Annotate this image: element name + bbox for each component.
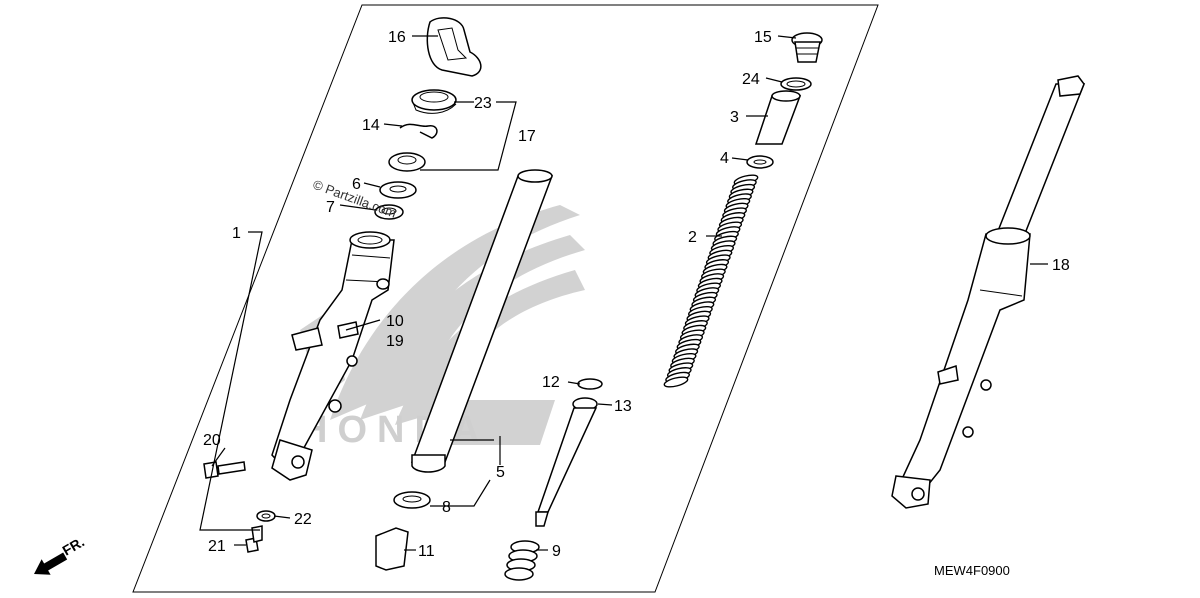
callout-17: 17	[518, 128, 536, 145]
leader-lines	[199, 35, 1048, 551]
part-12-piston-ring	[577, 378, 603, 390]
part-16-dust-cover	[426, 17, 482, 77]
part-7-ring	[374, 204, 404, 220]
part-15-fork-bolt	[791, 32, 823, 63]
part-5-fork-pipe	[410, 169, 554, 473]
callout-22: 22	[294, 511, 312, 528]
part-8-bushing	[393, 491, 431, 509]
callout-9: 9	[552, 543, 561, 560]
part-3-spacer	[754, 90, 802, 145]
diagram-frame	[132, 4, 879, 593]
callout-10: 10	[386, 313, 404, 330]
callout-23: 23	[474, 95, 492, 112]
part-4-washer	[746, 155, 774, 169]
callout-20: 20	[203, 432, 221, 449]
callout-15: 15	[754, 29, 772, 46]
callout-7: 7	[326, 199, 335, 216]
callout-21: 21	[208, 538, 226, 555]
callout-6: 6	[352, 176, 361, 193]
part-14-clip	[399, 123, 438, 139]
part-13-damper-rod	[535, 397, 598, 527]
part-11-collar	[375, 527, 409, 571]
callout-3: 3	[730, 109, 739, 126]
callout-12: 12	[542, 374, 560, 391]
part-23-oil-seal	[411, 89, 457, 114]
part-17-seal	[388, 152, 426, 172]
callout-2: 2	[688, 229, 697, 246]
callout-24: 24	[742, 71, 760, 88]
part-9-rebound-spring	[504, 540, 540, 581]
part-22-washer	[256, 510, 276, 522]
callout-14: 14	[362, 117, 380, 134]
callout-11: 11	[418, 543, 435, 560]
diagram-code: MEW4F0900	[934, 563, 1010, 578]
callout-19: 19	[386, 333, 404, 350]
part-20-bolt	[203, 461, 246, 479]
front-direction-indicator: FR.	[34, 533, 87, 575]
part-2-fork-spring	[663, 174, 759, 388]
callout-18: 18	[1052, 257, 1070, 274]
callout-5: 5	[496, 464, 505, 481]
callout-16: 16	[388, 29, 406, 46]
part-24-o-ring	[780, 77, 812, 91]
callout-8: 8	[442, 499, 451, 516]
callout-4: 4	[720, 150, 729, 167]
part-1-fork-slider	[271, 231, 395, 481]
callout-13: 13	[614, 398, 632, 415]
callout-labels: 16 23 17 14 6 7 1 10 19 20 22 21 5 8 11 …	[203, 29, 1070, 560]
callout-1: 1	[232, 225, 241, 242]
front-arrow-icon	[34, 552, 68, 575]
part-18-fork-assembly	[891, 75, 1086, 509]
spring-coil	[663, 376, 689, 388]
part-6-washer	[379, 181, 417, 199]
